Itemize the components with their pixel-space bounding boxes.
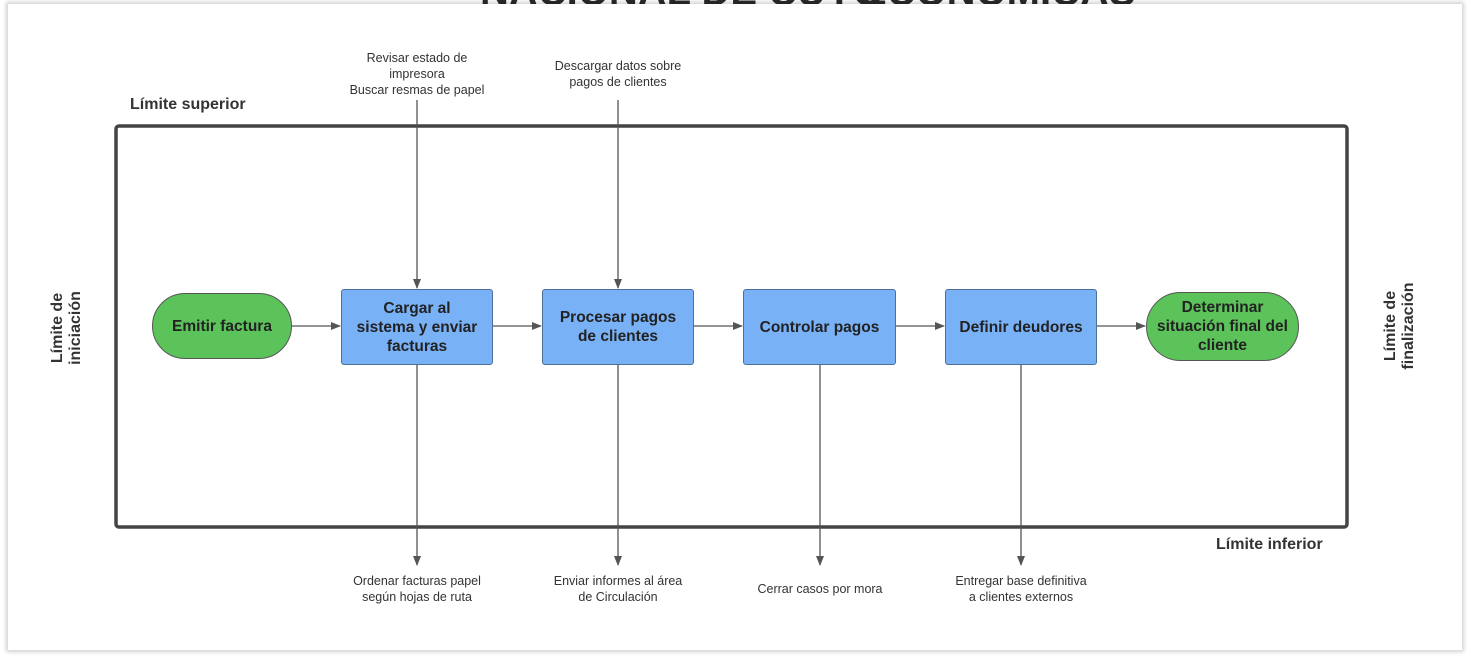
bottom-boundary-label: Límite inferior: [1216, 536, 1323, 553]
end-terminal: Determinar situación final del cliente: [1146, 292, 1299, 361]
process-step: Controlar pagos: [743, 289, 896, 365]
start-boundary-label: Límite de iniciación: [49, 291, 84, 365]
output-note: Entregar base definitiva a clientes exte…: [955, 574, 1087, 604]
input-note: Descargar datos sobre pagos de clientes: [554, 59, 682, 89]
input-note: Revisar estado de impresora Buscar resma…: [349, 51, 485, 97]
output-note: Ordenar facturas papel según hojas de ru…: [353, 574, 481, 604]
top-boundary-label: Límite superior: [130, 96, 246, 113]
process-step: Procesar pagos de clientes: [542, 289, 694, 365]
process-step: Definir deudores: [945, 289, 1097, 365]
output-note: Cerrar casos por mora: [757, 582, 883, 596]
system-boundary: [114, 124, 1349, 529]
output-note: Enviar informes al área de Circulación: [553, 574, 683, 604]
process-step: Cargar al sistema y enviar facturas: [341, 289, 493, 365]
start-terminal: Emitir factura: [152, 293, 292, 359]
end-boundary-label: Límite de finalización: [1382, 282, 1417, 370]
